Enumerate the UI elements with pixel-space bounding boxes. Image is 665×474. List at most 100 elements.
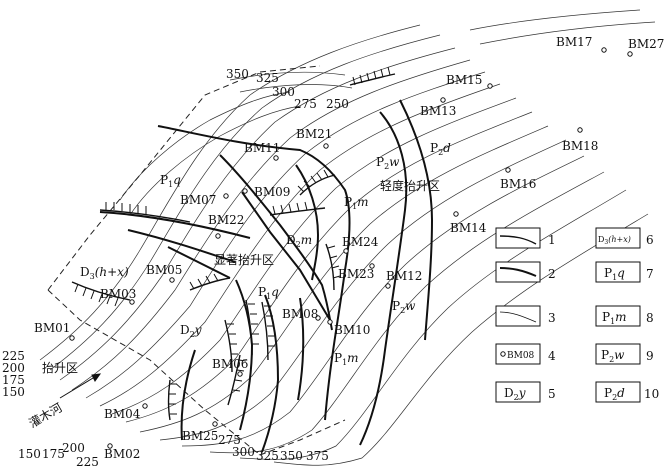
legend-number-8: 8 bbox=[646, 311, 654, 325]
contour-label-375-bottom: 375 bbox=[306, 449, 329, 463]
legend-stratum-p1m: P1m bbox=[602, 310, 627, 326]
zone-label-uplift: 抬升区 bbox=[42, 361, 78, 375]
legend-symbol-contour-line bbox=[499, 311, 537, 323]
legend-stratum-p2w: P2w bbox=[601, 348, 625, 364]
legend-number-3: 3 bbox=[548, 311, 556, 325]
legend-box-6 bbox=[595, 227, 641, 249]
stratum-label-p2w-upper: P2w bbox=[376, 155, 400, 171]
contour-label-300-top: 300 bbox=[272, 85, 295, 99]
contour-label-275-bottom: 275 bbox=[218, 433, 241, 447]
fault-lines bbox=[99, 99, 434, 453]
legend-box-9 bbox=[595, 343, 641, 365]
legend-number-1: 1 bbox=[548, 233, 556, 247]
contour-label-200-bottom: 200 bbox=[62, 441, 85, 455]
stratum-label-p2d: P2d bbox=[430, 141, 451, 157]
legend-stratum-p2d: P2d bbox=[604, 386, 625, 402]
hachured-scarps bbox=[71, 66, 396, 421]
benchmark-marker-bm05 bbox=[169, 277, 175, 283]
river-label: 灌木河 bbox=[27, 400, 65, 430]
contour-label-250-top: 250 bbox=[326, 97, 349, 111]
legend-box-8 bbox=[595, 305, 641, 327]
stratum-label-d3hx: D3(h+x) bbox=[80, 265, 129, 281]
contour-label-350-bottom: 350 bbox=[280, 449, 303, 463]
stratum-label-group: P1q P2w P2d P1m D2m P1q P2w D2y P1m D3(h… bbox=[80, 141, 451, 367]
benchmark-label-bm08: BM08 bbox=[282, 307, 318, 321]
contour-label-325-bottom: 325 bbox=[256, 449, 279, 463]
stratum-label-p2w-lower: P2w bbox=[392, 299, 416, 315]
contour-label-150-left: 150 bbox=[2, 385, 25, 399]
benchmark-marker-bm15 bbox=[487, 83, 493, 89]
zone-label-significant-uplift: 显著抬升区 bbox=[214, 253, 274, 267]
benchmark-label-bm17: BM17 bbox=[556, 35, 592, 49]
benchmark-marker-bm01 bbox=[69, 335, 75, 341]
benchmark-label-bm05: BM05 bbox=[146, 263, 182, 277]
benchmark-marker-bm23 bbox=[369, 263, 375, 269]
benchmark-label-bm25: BM25 bbox=[182, 429, 218, 443]
benchmark-marker-bm25 bbox=[212, 421, 218, 427]
benchmark-label-bm09: BM09 bbox=[254, 185, 290, 199]
zone-label-slight-uplift: 轻度抬升区 bbox=[380, 178, 440, 193]
legend-number-5: 5 bbox=[548, 387, 556, 401]
benchmark-label-bm21: BM21 bbox=[296, 127, 332, 141]
benchmark-marker-bm04 bbox=[142, 403, 148, 409]
benchmark-marker-bm14 bbox=[453, 211, 459, 217]
legend-benchmark-label: BM08 bbox=[507, 351, 535, 361]
benchmark-marker-bm13 bbox=[440, 97, 446, 103]
legend-stratum-p1q: P1q bbox=[604, 266, 625, 282]
benchmark-marker-bm06 bbox=[237, 371, 243, 377]
legend-number-7: 7 bbox=[646, 267, 654, 281]
benchmark-label-bm22: BM22 bbox=[208, 213, 244, 227]
stratum-label-p1m-lower: P1m bbox=[334, 351, 359, 367]
stratum-label-d2m: D2m bbox=[286, 233, 312, 249]
legend-box-3 bbox=[495, 305, 541, 327]
benchmark-label-bm04: BM04 bbox=[104, 407, 141, 421]
benchmark-marker-bm27 bbox=[627, 51, 633, 57]
benchmark-label-bm11: BM11 bbox=[244, 141, 280, 155]
benchmark-marker-bm18 bbox=[577, 127, 583, 133]
stratum-label-p1m-middle: P1m bbox=[344, 195, 369, 211]
benchmark-label-bm10: BM10 bbox=[334, 323, 370, 337]
benchmark-marker-bm02 bbox=[107, 443, 113, 449]
legend-stratum-d2y: D2y bbox=[504, 386, 526, 402]
benchmark-label-bm03: BM03 bbox=[100, 287, 136, 301]
stratum-label-p1q-middle: P1q bbox=[258, 285, 279, 301]
contour-label-175-bottom: 175 bbox=[42, 447, 65, 461]
benchmark-marker-bm08 bbox=[315, 315, 321, 321]
legend-number-6: 6 bbox=[646, 233, 654, 247]
contour-label-275-top: 275 bbox=[294, 97, 317, 111]
legend-box-4 bbox=[495, 343, 541, 365]
legend-number-9: 9 bbox=[646, 349, 654, 363]
legend-box-5 bbox=[495, 381, 541, 403]
benchmark-label-bm23: BM23 bbox=[338, 267, 374, 281]
benchmark-label-bm24: BM24 bbox=[342, 235, 379, 249]
legend-number-4: 4 bbox=[548, 349, 556, 363]
legend: 1 D3(h+x) 6 2 P1q 7 3 P1m 8 BM08 4 P2w 9… bbox=[495, 227, 659, 403]
contour-label-225-bottom: 225 bbox=[76, 455, 99, 469]
contour-label-175-left: 175 bbox=[2, 373, 25, 387]
legend-symbol-boundary-line bbox=[499, 267, 537, 277]
legend-box-10 bbox=[595, 381, 641, 403]
benchmark-marker-bm17 bbox=[601, 47, 607, 53]
benchmark-label-bm06: BM06 bbox=[212, 357, 248, 371]
legend-box-7 bbox=[595, 261, 641, 283]
benchmark-label-bm27: BM27 bbox=[628, 37, 664, 51]
contour-label-225-left: 225 bbox=[2, 349, 25, 363]
benchmark-marker-bm22 bbox=[215, 233, 221, 239]
benchmark-label-bm13: BM13 bbox=[420, 104, 456, 118]
contour-label-350-top: 350 bbox=[226, 67, 249, 81]
contour-label-200-left: 200 bbox=[2, 361, 25, 375]
benchmark-marker-bm12 bbox=[385, 283, 391, 289]
legend-number-2: 2 bbox=[548, 267, 556, 281]
river-flow-arrow bbox=[59, 373, 102, 399]
legend-stratum-d3hx: D3(h+x) bbox=[598, 235, 631, 246]
benchmark-label-bm18: BM18 bbox=[562, 139, 598, 153]
benchmark-marker-bm03 bbox=[129, 299, 135, 305]
benchmark-marker-bm24 bbox=[343, 248, 349, 254]
benchmark-marker-bm16 bbox=[505, 167, 511, 173]
benchmark-label-bm07: BM07 bbox=[180, 193, 216, 207]
benchmark-label-bm15: BM15 bbox=[446, 73, 482, 87]
legend-number-10: 10 bbox=[644, 387, 659, 401]
contour-label-150-bottom: 150 bbox=[18, 447, 41, 461]
benchmark-marker-bm21 bbox=[323, 143, 329, 149]
